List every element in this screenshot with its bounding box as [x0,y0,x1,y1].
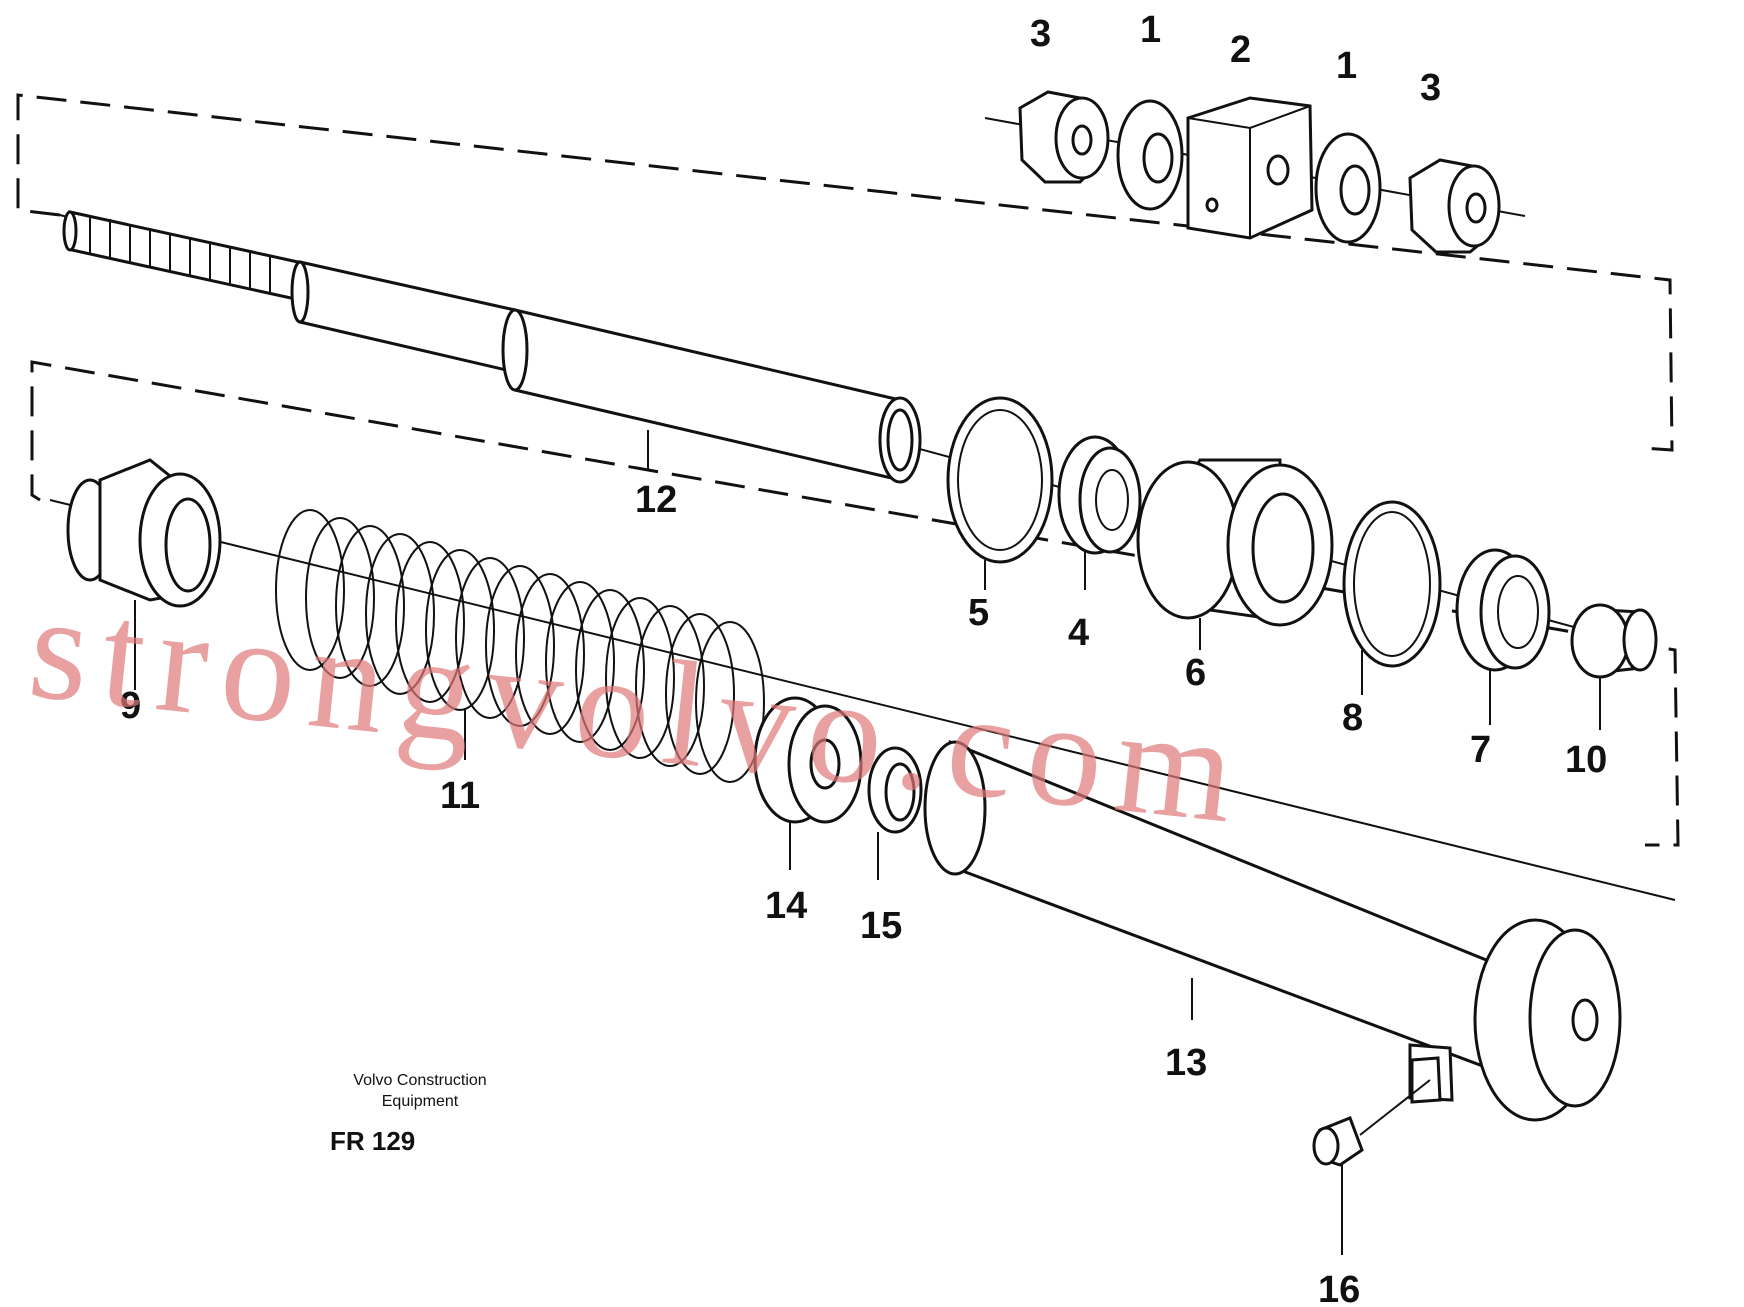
part-3-nut-right [1408,158,1501,254]
part-2-block [1186,96,1314,240]
label-16: 16 [1318,1269,1360,1307]
manufacturer-caption: Volvo Construction Equipment [270,1070,570,1112]
part-4-bushing [1057,435,1142,590]
label-1-left: 1 [1140,9,1161,51]
part-15-ring [867,746,923,880]
label-3-right: 3 [1420,67,1441,109]
part-8-o-ring [1342,500,1442,695]
part-3-nut-left [1018,90,1110,184]
label-11: 11 [440,775,480,817]
part-6-guide [1136,458,1334,650]
label-14: 14 [765,885,807,927]
label-5: 5 [968,592,989,634]
label-8: 8 [1342,697,1363,739]
caption-line-2: Equipment [381,1093,459,1110]
figure-code: FR 129 [330,1126,416,1156]
caption-line-1: Volvo Construction [353,1072,487,1089]
part-1-washer-left [1116,99,1184,211]
part-14-washer [753,696,863,870]
part-9-end-cap [66,458,222,690]
label-9: 9 [120,685,141,727]
label-12: 12 [635,479,677,521]
part-16-fitting [1312,1079,1431,1255]
label-7: 7 [1470,729,1491,771]
part-10-sleeve [1570,603,1658,730]
part-7-bushing [1455,548,1551,725]
label-3-left: 3 [1030,13,1051,55]
label-1-right: 1 [1336,45,1357,87]
label-10: 10 [1565,739,1607,781]
label-15: 15 [860,905,902,947]
part-11-spring [275,509,765,783]
part-5-o-ring [946,396,1054,590]
label-6: 6 [1185,652,1206,694]
part-13-cylinder-tube [923,740,1622,1122]
part-1-washer-right [1314,132,1382,244]
lower-assembly-boundary [30,360,1680,847]
part-12-piston-rod [62,210,922,484]
upper-assembly-boundary [16,93,1674,452]
label-13: 13 [1165,1042,1207,1084]
label-2: 2 [1230,29,1251,71]
lower-centerline [49,499,1676,901]
label-4: 4 [1068,612,1089,654]
